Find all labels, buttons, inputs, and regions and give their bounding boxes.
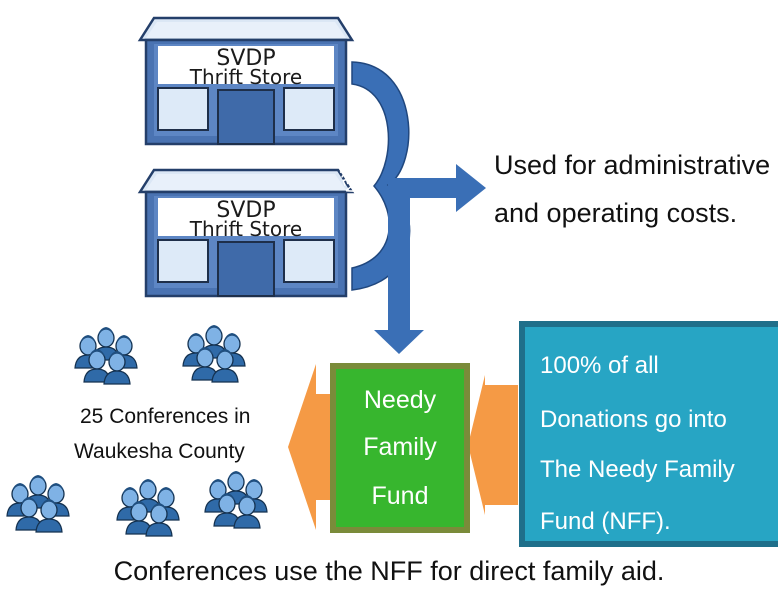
footer-caption: Conferences use the NFF for direct famil… (113, 556, 665, 586)
store-top-subtitle: Thrift Store (189, 65, 303, 89)
conferences-line-2: Waukesha County (74, 440, 245, 463)
orange-arrow-into-nff (468, 375, 518, 515)
nff-line-1: Needy (363, 386, 437, 414)
admin-text-line-2: and operating costs. (494, 198, 738, 228)
donations-box (519, 321, 778, 547)
donations-line-1: 100% of all (540, 352, 659, 379)
right-shaft (388, 178, 458, 198)
people-group-icon (75, 327, 137, 384)
store-bottom-subtitle: Thrift Store (189, 217, 303, 241)
people-group-icon (205, 471, 267, 528)
people-group-icon (117, 479, 179, 536)
donations-line-3: The Needy Family (540, 456, 735, 483)
orange-arrow-to-conferences (288, 364, 340, 530)
store-bottom-label: SVDP Thrift Store (178, 198, 314, 241)
store-top-name: SVDP (216, 46, 276, 71)
nff-line-3: Fund (371, 482, 429, 510)
needy-family-fund-box (330, 363, 470, 533)
people-group-icon (7, 475, 69, 532)
revenue-down-shaft (388, 180, 410, 335)
nff-line-2: Family (363, 433, 437, 461)
people-group-icon (183, 325, 245, 382)
admin-text-line-1: Used for administrative (494, 150, 771, 180)
down-arrow-head (374, 330, 424, 354)
donations-line-4: Fund (NFF). (540, 508, 671, 535)
right-arrow-head (456, 164, 486, 212)
conferences-line-1: 25 Conferences in (80, 405, 251, 428)
store-top-label: SVDP Thrift Store (178, 46, 314, 89)
store-bottom-name: SVDP (216, 198, 276, 223)
donations-line-2: Donations go into (540, 406, 727, 433)
